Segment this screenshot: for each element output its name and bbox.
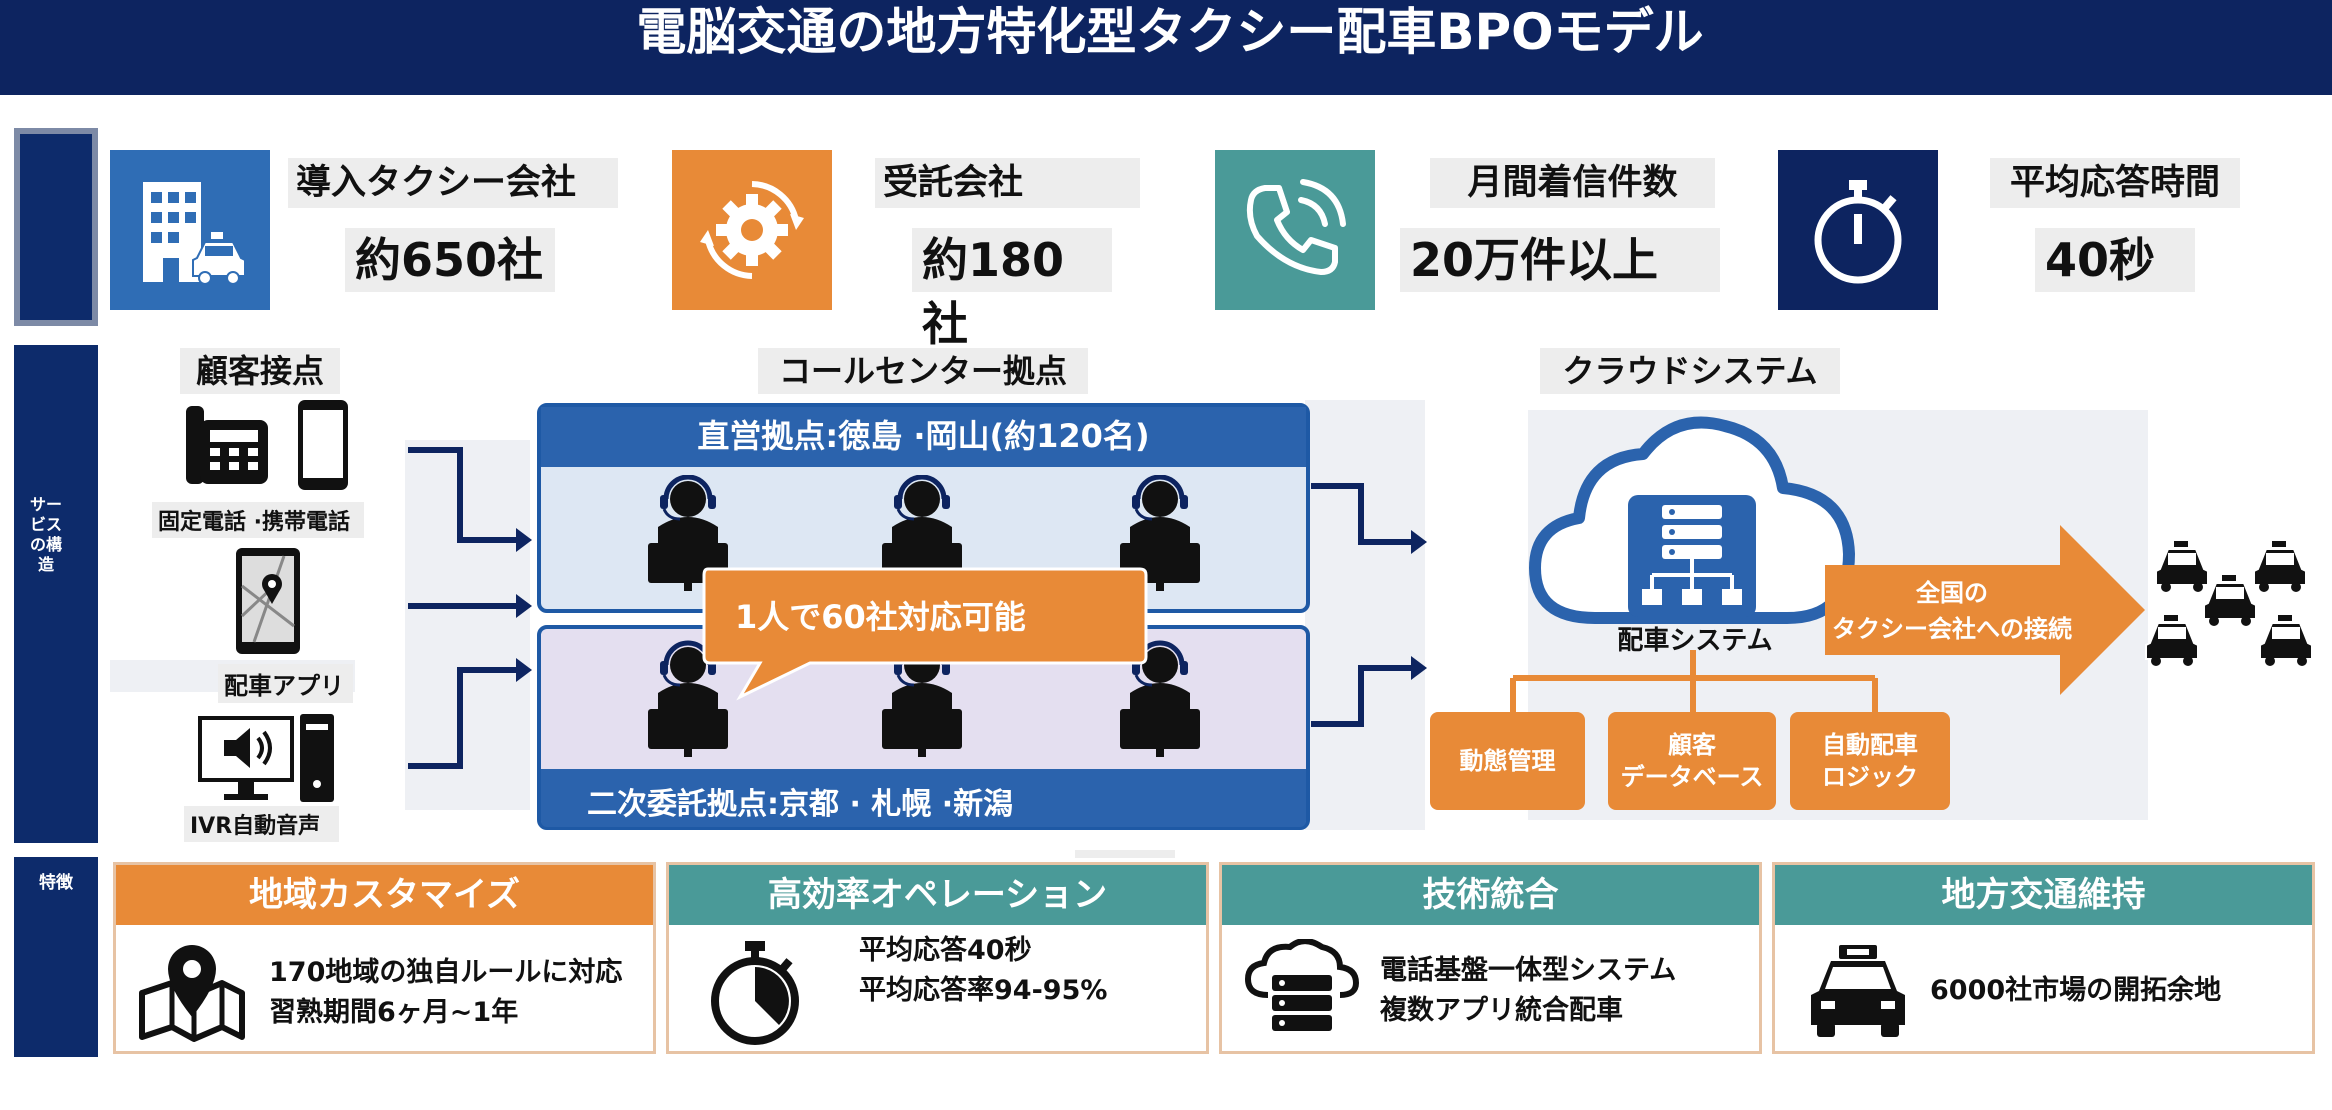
feature-card-efficiency: 高効率オペレーション 平均応答40秒 平均応答率94-95% [666, 862, 1209, 1054]
kpi-label-taxi-companies: 導入タクシー会社 [288, 158, 618, 208]
direct-base-title: 直営拠点:徳島 ·岡山(約120名) [541, 407, 1306, 467]
kpi-value-contract-companies: 約180社 [912, 228, 1112, 351]
callout-text: 1人で60社対応可能 [735, 598, 1026, 636]
feature-line-transport-1: 6000社市場の開拓余地 [1930, 975, 2222, 1006]
nationwide-label: 全国の タクシー会社への接続 [1832, 579, 2072, 643]
building-taxi-icon [110, 150, 270, 310]
module-connectors [1510, 650, 1878, 716]
server-icon [1628, 495, 1756, 617]
stopwatch-icon [1778, 150, 1938, 310]
rail-feature-block: 特徴 [14, 857, 98, 1057]
feature-title-transport: 地方交通維持 [1775, 865, 2312, 925]
phone-icon [1215, 150, 1375, 310]
gear-cycle-icon [672, 150, 832, 310]
page-title: 電脳交通の地方特化型タクシー配車BPOモデル [636, 3, 1704, 61]
arrow-bg-left [405, 440, 530, 810]
landline-mobile-icon [178, 398, 358, 493]
center-to-cloud-arrows [1311, 483, 1427, 727]
map-pin-icon [132, 943, 252, 1043]
feature-title-local: 地域カスタマイズ [116, 865, 653, 925]
feature-card-tech: 技術統合 電話基盤一体型システム 複数アプリ統合配車 [1219, 862, 1762, 1054]
channel-app-label: 配車アプリ [218, 664, 353, 703]
rail-service-label: サービスの構造 [29, 495, 62, 574]
rail-feature-label: 特徴 [39, 873, 73, 893]
feature-line-tech-2: 複数アプリ統合配車 [1380, 995, 1623, 1026]
module-customer-db: 顧客 データベース [1608, 712, 1776, 810]
rail-service-block: サービスの構造 [14, 345, 98, 843]
smartphone-map-icon [234, 546, 304, 656]
callcenter-header: コールセンター拠点 [758, 348, 1088, 394]
kpi-label-contract-companies: 受託会社 [875, 158, 1140, 208]
feature-line-efficiency-2: 平均応答率94-95% [859, 975, 1108, 1006]
ivr-computer-icon [196, 712, 341, 807]
feature-line-local-1: 170地域の独自ルールに対応 [269, 957, 623, 988]
cloud-server-icon [1242, 938, 1362, 1039]
feature-card-local: 地域カスタマイズ 170地域の独自ルールに対応 習熟期間6ヶ月~1年 [113, 862, 656, 1054]
subcontract-base-title: 二次委託拠点:京都 · 札幌 ·新潟 [587, 787, 1014, 822]
kpi-label-avg-response: 平均応答時間 [1990, 158, 2240, 208]
cloud-header: クラウドシステム [1540, 348, 1840, 394]
feature-card-transport: 地方交通維持 6000社市場の開拓余地 [1772, 862, 2315, 1054]
arrow-bg-right [1305, 400, 1425, 830]
feature-title-tech: 技術統合 [1222, 865, 1759, 925]
rail-kpi-block [14, 128, 98, 326]
feature-line-tech-1: 電話基盤一体型システム [1380, 955, 1677, 986]
kpi-value-monthly-calls: 20万件以上 [1400, 228, 1720, 292]
taxi-icon [1803, 941, 1913, 1041]
callout-bubble [702, 567, 1148, 701]
kpi-label-monthly-calls: 月間着信件数 [1430, 158, 1715, 208]
module-auto-dispatch: 自動配車 ロジック [1790, 712, 1950, 810]
feature-line-efficiency-1: 平均応答40秒 [859, 935, 1032, 966]
nationwide-arrow [1825, 525, 2145, 695]
module-tracking: 動態管理 [1430, 712, 1585, 810]
feature-title-efficiency: 高効率オペレーション [669, 865, 1206, 925]
stopwatch-icon [705, 937, 805, 1047]
feature-line-local-2: 習熟期間6ヶ月~1年 [269, 997, 519, 1028]
channel-phone-label: 固定電話 ·携帯電話 [152, 502, 364, 538]
header-bar [0, 0, 2332, 95]
kpi-value-taxi-companies: 約650社 [345, 228, 555, 292]
kpi-value-avg-response: 40秒 [2035, 228, 2195, 292]
customer-header: 顧客接点 [180, 348, 340, 394]
channel-arrows [408, 447, 532, 769]
channel-ivr-label: IVR自動音声 [184, 806, 339, 842]
taxi-fleet-icon [2145, 540, 2313, 667]
